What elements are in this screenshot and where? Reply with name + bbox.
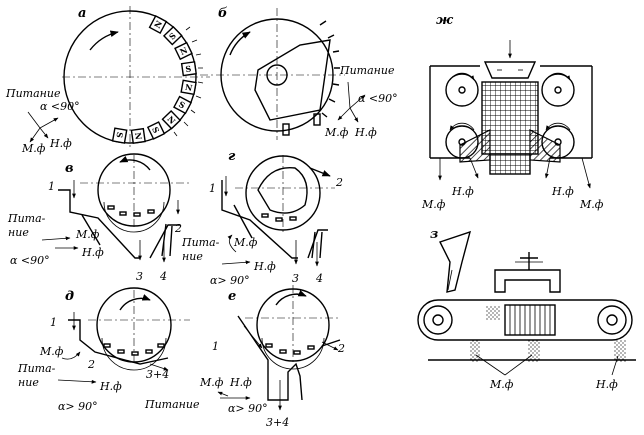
mf-label-zh-left: М.ф [421, 198, 446, 211]
label-d-2: 2 [87, 358, 95, 371]
label-g-1: 1 [209, 182, 216, 195]
mf-label-e: М.ф [199, 376, 224, 389]
shaft-b [266, 64, 288, 86]
panel-d: д 1 2 3+4 М.ф Пита- ние Н.ф α> 90° [17, 287, 190, 413]
magnet-core-b [254, 39, 331, 121]
angle-label-a: α <90° [40, 100, 80, 113]
label-g-4: 4 [315, 272, 323, 285]
nf-label-b: Н.ф [354, 126, 377, 139]
label-v-3: 3 [136, 270, 143, 283]
drum-a [63, 10, 197, 144]
feed-label-d-2: ние [18, 376, 39, 389]
rotation-arrow-a [89, 30, 119, 51]
feed-label-g-2: ние [182, 250, 203, 263]
nf-label-v: Н.ф [81, 246, 104, 259]
label-v-1: 1 [48, 180, 55, 193]
svg-text:S: S [150, 125, 162, 135]
angle-label-v: α <90° [10, 254, 50, 267]
panel-b: б Питание α <90° М.ф Н.ф [200, 6, 398, 140]
svg-text:S: S [167, 30, 178, 41]
svg-text:N: N [133, 132, 144, 141]
drum-v [97, 153, 171, 227]
feed-label-e: Питание [144, 398, 200, 411]
mf-label-v: М.ф [75, 228, 100, 241]
mf-label-d: М.ф [39, 345, 64, 358]
feed-label-d-1: Пита- [17, 362, 56, 375]
mf-label-z: М.ф [489, 378, 514, 391]
panel-zh-letter: ж [436, 13, 454, 28]
label-d-34: 3+4 [146, 368, 169, 381]
mf-label-g: М.ф [233, 236, 258, 249]
feed-label-a: Питание [5, 87, 61, 100]
svg-text:N: N [178, 45, 189, 57]
label-e-1: 1 [212, 340, 219, 353]
angle-label-d: α> 90° [58, 400, 98, 413]
nf-label-zh-right: Н.ф [551, 185, 574, 198]
feed-label-v-2: ние [8, 226, 29, 239]
panel-a-letter: а [78, 6, 86, 21]
mf-label-a: М.ф [21, 142, 46, 155]
svg-text:N: N [152, 19, 164, 30]
nf-label-g: Н.ф [253, 260, 276, 273]
drum-e [256, 288, 330, 362]
svg-text:S: S [185, 63, 192, 74]
nf-label-d: Н.ф [99, 380, 122, 393]
panel-g: г 1 2 3 4 Пита- ние М.ф Н.ф α> 90° [181, 149, 343, 287]
mf-label-zh-right: М.ф [579, 198, 604, 211]
nf-label-zh-left: Н.ф [451, 185, 474, 198]
label-v-2: 2 [174, 222, 182, 235]
drum-b [220, 18, 334, 132]
feed-label-g-1: Пита- [181, 236, 220, 249]
panel-v: в 1 2 3 4 Пита- ние М.ф Н.ф α <90° [7, 153, 190, 283]
angle-label-b: α <90° [358, 92, 398, 105]
angle-label-e: α> 90° [228, 402, 268, 415]
label-e-2: 2 [337, 342, 345, 355]
panel-g-letter: г [228, 149, 236, 164]
svg-text:N: N [184, 82, 193, 93]
panel-zh: ж Н.ф Н.ф М.ф М.ф [421, 13, 604, 211]
label-v-4: 4 [159, 270, 167, 283]
nf-label-z: Н.ф [595, 378, 618, 391]
magnet-block-a: N S N S N S N S N S [111, 14, 204, 144]
panel-d-letter: д [65, 289, 74, 304]
panel-z: з М.ф Н.ф [417, 227, 636, 391]
nf-label-e: Н.ф [229, 376, 252, 389]
nf-label-a: Н.ф [49, 137, 72, 150]
svg-text:S: S [114, 131, 125, 139]
panel-e-letter: е [228, 289, 236, 304]
label-e-34: 3+4 [266, 416, 289, 429]
panel-v-letter: в [65, 161, 74, 176]
svg-text:S: S [177, 99, 187, 111]
panel-b-letter: б [218, 6, 228, 21]
panel-e: е 1 2 3+4 М.ф Н.ф Питание α> 90° [144, 285, 345, 429]
panel-a: а N S N S N S N S N S Питание α <90° Н.ф… [5, 6, 210, 155]
feed-label-v-1: Пита- [7, 212, 46, 225]
panel-z-letter: з [430, 227, 438, 242]
mf-label-b: М.ф [324, 126, 349, 139]
label-d-1: 1 [50, 316, 57, 329]
feed-label-b: Питание [339, 64, 395, 77]
drum-g [245, 155, 321, 231]
angle-label-g: α> 90° [210, 274, 250, 287]
label-g-3: 3 [292, 272, 299, 285]
label-g-2: 2 [335, 176, 343, 189]
